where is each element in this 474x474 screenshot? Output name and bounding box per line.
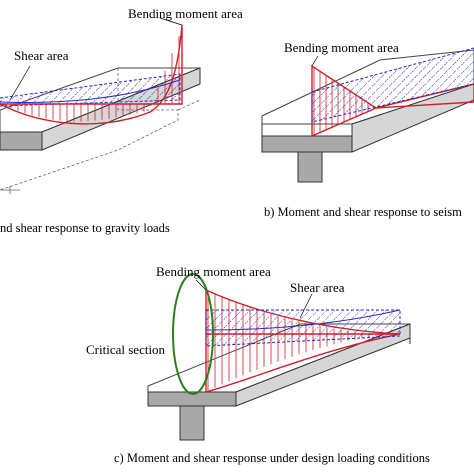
panel-a-slab-front: [0, 131, 43, 151]
panel-b-moment-area-2: [375, 83, 474, 109]
panel-a-shear-curve: [0, 79, 181, 103]
panel-a-shear-label: Shear area: [14, 48, 69, 63]
panel-c-shear-curve: [205, 309, 401, 331]
critical-section-ellipse: [172, 273, 214, 395]
panel-b-bending-label: Bending moment area: [284, 40, 399, 55]
panel-c-beam-stem: [179, 405, 205, 441]
panel-b-beam-stem: [297, 151, 323, 183]
panel-c-caption: c) Moment and shear response under desig…: [114, 451, 430, 465]
panel-a: Bending moment area Shear area nd shear …: [0, 6, 243, 235]
panel-c-critical-label: Critical section: [86, 342, 166, 357]
panel-b-slab-side: [351, 83, 474, 153]
panel-a-shear-area: [0, 73, 181, 107]
panel-c-shear-label: Shear area: [290, 280, 345, 295]
panel-c-bending-label: Bending moment area: [156, 264, 271, 279]
panel-c: Bending moment area Shear area Critical …: [86, 264, 430, 465]
panel-a-bending-label: Bending moment area: [128, 6, 243, 21]
panel-b-shear-area: [311, 47, 474, 123]
panel-a-caption: nd shear response to gravity loads: [0, 221, 170, 235]
panel-a-beam-outline: [0, 68, 179, 191]
panel-b: Bending moment area b) Moment and shear …: [261, 40, 474, 219]
panel-a-moment-hatch: [3, 35, 180, 122]
panel-b-slab-front: [261, 135, 353, 153]
panel-b-caption: b) Moment and shear response to seism: [264, 205, 462, 219]
